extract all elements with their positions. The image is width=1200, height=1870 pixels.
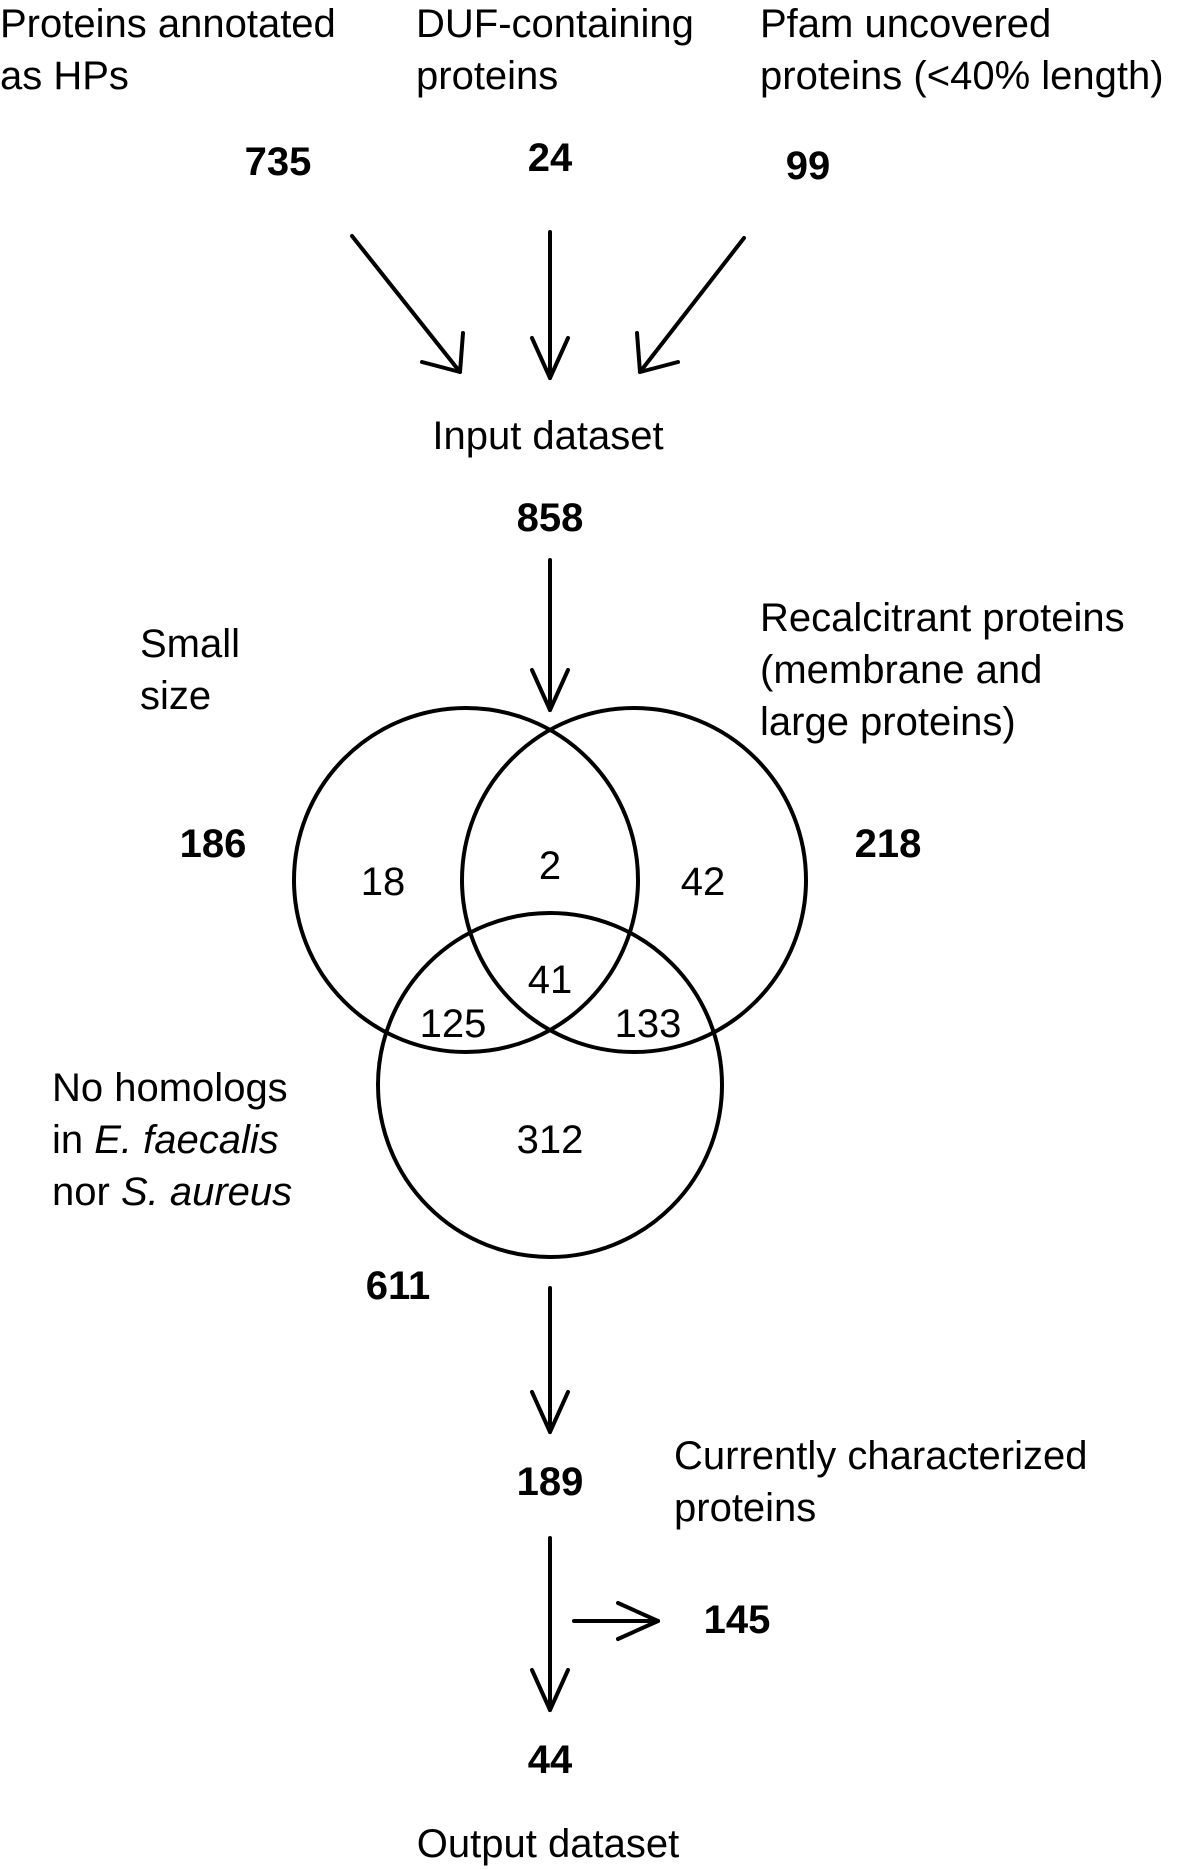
characterized-count: 145 [703,1598,771,1642]
source-duf-count: 24 [527,136,573,180]
set-recalcitrant-label: Recalcitrant proteins (membrane and larg… [760,596,1125,744]
after-venn-count: 189 [516,1460,584,1504]
venn-circle-recalcitrant [460,706,808,1054]
input-dataset-label: Input dataset [432,414,664,458]
set-no-homologs-total: 611 [365,1264,431,1308]
source-hp-count: 735 [244,140,312,184]
arrow-pfam-head [635,331,680,374]
arrow-duf-head [530,336,570,380]
venn-circle-no-homologs [376,911,724,1259]
arrow-characterized-head [616,1601,660,1641]
region-small-nohomologs: 125 [419,1002,487,1046]
source-pfam-count: 99 [785,144,831,188]
arrow-pfam-to-input [638,236,746,374]
source-pfam-label: Pfam uncovered proteins (<40% length) [760,2,1164,98]
output-dataset-label: Output dataset [416,1822,680,1866]
arrow-hp-to-input [350,234,462,374]
region-nohomologs-only: 312 [516,1118,584,1162]
venn-circle-small-size [292,706,640,1054]
set-no-homologs-label: No homologs in E. faecalis nor S. aureus [52,1066,293,1214]
source-hp-label: Proteins annotated as HPs [0,2,336,98]
set-small-size-label: Small size [140,622,241,718]
arrow-input-head [530,668,570,712]
output-dataset-count: 44 [527,1738,573,1782]
source-duf-label: DUF-containing proteins [416,2,694,98]
arrow-hp-head [420,331,465,374]
arrow-189-head [530,1668,570,1712]
region-small-recalcitrant: 2 [538,844,562,888]
characterized-label: Currently characterized proteins [674,1434,1088,1530]
input-dataset-count: 858 [516,496,584,540]
region-recalcitrant-nohomologs: 133 [614,1002,682,1046]
set-recalcitrant-total: 218 [854,822,922,866]
region-all-three: 41 [527,958,573,1002]
arrow-venn-head [530,1390,570,1434]
region-small-only: 18 [360,860,406,904]
set-small-size-total: 186 [179,822,247,866]
region-recalcitrant-only: 42 [680,860,726,904]
